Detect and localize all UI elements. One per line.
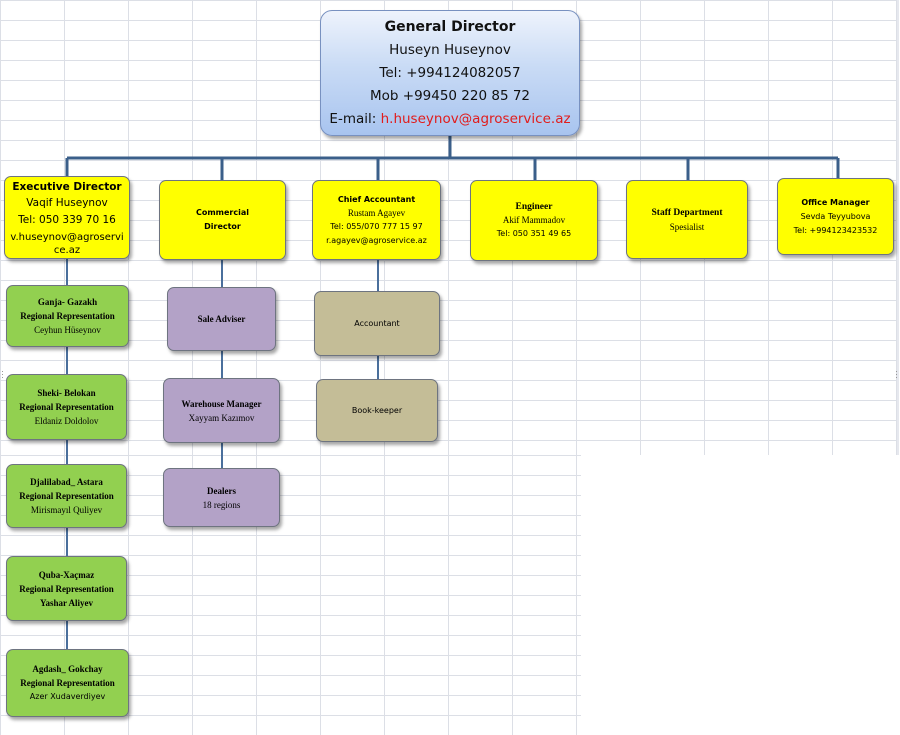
executive-director-email-2: ce.az bbox=[53, 244, 81, 256]
commercial-director-line1: Commercial bbox=[195, 208, 250, 217]
office-manager-node[interactable]: Office Manager Sevda Teyyubova Tel: +994… bbox=[777, 178, 894, 255]
general-director-title: General Director bbox=[384, 18, 516, 35]
regional-person: Eldaniz Doldolov bbox=[34, 416, 99, 426]
regional-person: Yashar Aliyev bbox=[39, 597, 94, 608]
dealers-regions: 18 regions bbox=[202, 499, 241, 510]
executive-director-email-1: v.huseynov@agroservi bbox=[10, 231, 124, 243]
general-director-tel: Tel: +994124082057 bbox=[379, 64, 521, 81]
chief-accountant-tel: Tel: 055/070 777 15 97 bbox=[330, 221, 423, 231]
resize-handle-right[interactable]: ··· bbox=[895, 366, 898, 382]
regional-label: Regional Representation bbox=[19, 402, 114, 412]
regional-region: Sheki- Belokan bbox=[37, 388, 96, 398]
executive-director-name: Vaqif Huseynov bbox=[26, 196, 108, 209]
regional-person: Ceyhun Hüseynov bbox=[34, 325, 101, 335]
regional-region: Djalilabad_ Astara bbox=[30, 477, 103, 487]
general-director-mob: Mob +99450 220 85 72 bbox=[369, 87, 531, 104]
general-director-email-label: E-mail: bbox=[329, 110, 381, 127]
regional-node-sheki-belokan[interactable]: Sheki- Belokan Regional Representation E… bbox=[6, 374, 127, 440]
engineer-title: Engineer bbox=[515, 202, 553, 212]
executive-director-tel: Tel: 050 339 70 16 bbox=[18, 213, 116, 226]
regional-label: Regional Representation bbox=[19, 491, 114, 501]
chief-accountant-node[interactable]: Chief Accountant Rustam Agayev Tel: 055/… bbox=[312, 180, 441, 260]
chief-accountant-email: r.agayev@agroservice.az bbox=[326, 235, 427, 245]
regional-label: Regional Representation bbox=[20, 311, 115, 321]
commercial-director-line2: Director bbox=[204, 222, 241, 231]
staff-department-sub: Spesialist bbox=[669, 221, 705, 232]
dealers-title: Dealers bbox=[207, 485, 236, 496]
sale-adviser-label: Sale Adviser bbox=[197, 314, 246, 324]
executive-director-node[interactable]: Executive Director Vaqif Huseynov Tel: 0… bbox=[4, 176, 130, 259]
office-manager-title: Office Manager bbox=[801, 197, 870, 207]
accountant-node[interactable]: Accountant bbox=[314, 291, 440, 356]
regional-region: Ganja- Gazakh bbox=[37, 297, 98, 307]
regional-node-ganja-gazakh[interactable]: Ganja- Gazakh Regional Representation Ce… bbox=[6, 285, 129, 347]
book-keeper-label: Book-keeper bbox=[351, 405, 403, 415]
sheet-edge bbox=[897, 0, 899, 455]
regional-node-djalilabad-astara[interactable]: Djalilabad_ Astara Regional Representati… bbox=[6, 464, 127, 528]
dealers-node[interactable]: Dealers 18 regions bbox=[163, 468, 280, 527]
office-manager-tel: Tel: +994123423532 bbox=[793, 225, 878, 235]
accountant-label: Accountant bbox=[354, 318, 400, 328]
sale-adviser-node[interactable]: Sale Adviser bbox=[167, 287, 276, 351]
regional-node-agdash-gokchay[interactable]: Agdash_ Gokchay Regional Representation … bbox=[6, 649, 129, 717]
warehouse-manager-node[interactable]: Warehouse Manager Xayyam Kazımov bbox=[163, 378, 280, 443]
engineer-node[interactable]: Engineer Akif Mammadov Tel: 050 351 49 6… bbox=[470, 180, 598, 261]
executive-director-title: Executive Director bbox=[12, 180, 122, 193]
regional-label: Regional Representation bbox=[20, 678, 115, 688]
warehouse-manager-title: Warehouse Manager bbox=[181, 398, 262, 409]
resize-handle-left[interactable]: ··· bbox=[1, 366, 4, 382]
engineer-name: Akif Mammadov bbox=[502, 215, 566, 225]
chief-accountant-title: Chief Accountant bbox=[337, 194, 416, 204]
warehouse-manager-name: Xayyam Kazımov bbox=[188, 412, 255, 423]
regional-label: Regional Representation bbox=[19, 583, 114, 594]
regional-region: Agdash_ Gokchay bbox=[32, 664, 103, 674]
regional-region: Quba-Xaçmaz bbox=[38, 569, 95, 580]
general-director-name: Huseyn Huseynov bbox=[389, 41, 511, 58]
book-keeper-node[interactable]: Book-keeper bbox=[316, 379, 438, 442]
general-director-node[interactable]: General Director Huseyn Huseynov Tel: +9… bbox=[320, 10, 580, 136]
regional-node-quba-xacmaz[interactable]: Quba-Xaçmaz Regional Representation Yash… bbox=[6, 556, 127, 621]
general-director-email-line: E-mail: h.huseynov@agroservice.az bbox=[329, 108, 570, 131]
regional-person: Mirismayıl Quliyev bbox=[30, 505, 103, 515]
general-director-email[interactable]: h.huseynov@agroservice.az bbox=[380, 110, 571, 127]
office-manager-name: Sevda Teyyubova bbox=[800, 211, 871, 221]
regional-person: Azer Xudaverdiyev bbox=[29, 692, 106, 701]
engineer-tel: Tel: 050 351 49 65 bbox=[496, 229, 572, 238]
chief-accountant-name: Rustam Agayev bbox=[347, 207, 406, 218]
commercial-director-node[interactable]: Commercial Director bbox=[159, 180, 286, 260]
staff-department-node[interactable]: Staff Department Spesialist bbox=[626, 180, 748, 259]
staff-department-title: Staff Department bbox=[651, 207, 723, 218]
